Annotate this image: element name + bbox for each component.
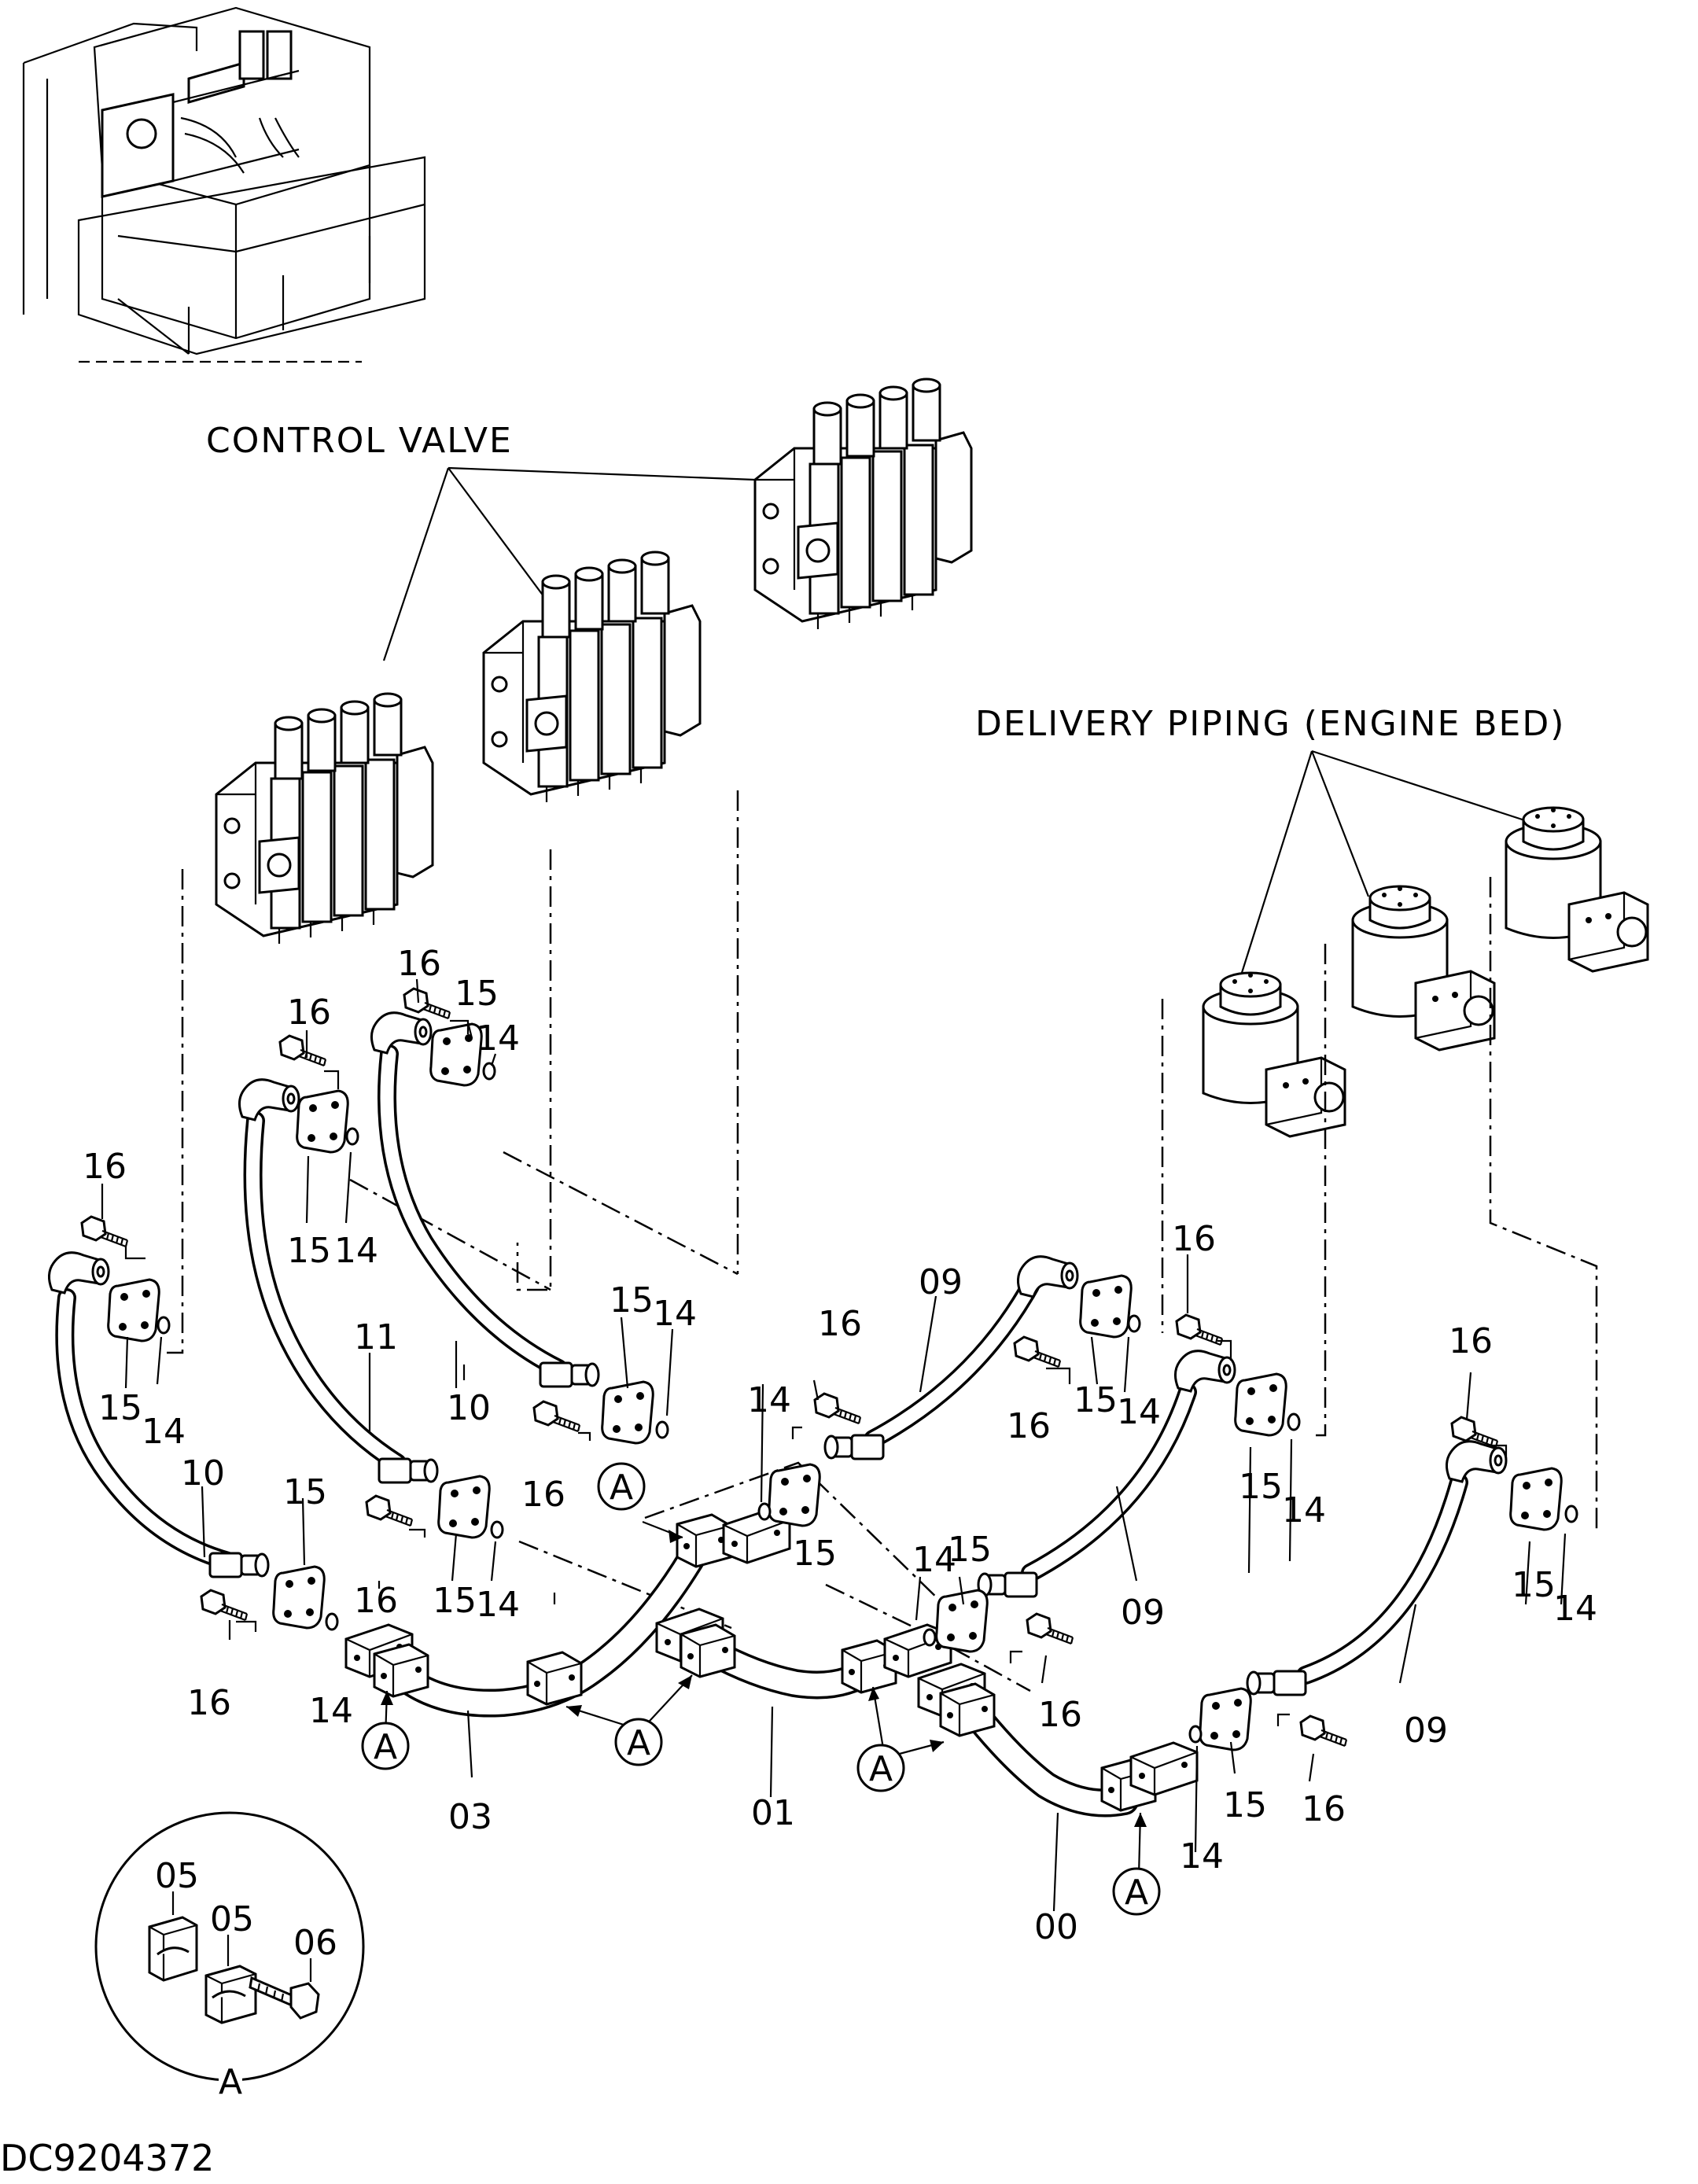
marker-a-4: A xyxy=(856,1744,905,1792)
part-label-14: 14 xyxy=(334,1231,378,1271)
part-label-09: 09 xyxy=(1404,1711,1448,1751)
pipe-00 xyxy=(917,1663,1199,1818)
detail-label-05: 05 xyxy=(210,1899,254,1939)
part-label-03: 03 xyxy=(448,1797,492,1837)
hose-09-middle xyxy=(923,1313,1301,1663)
detail-label-05: 05 xyxy=(155,1856,199,1896)
part-label-16: 16 xyxy=(818,1304,862,1344)
centerlines xyxy=(167,790,1598,1692)
part-label-16: 16 xyxy=(1449,1321,1493,1361)
detail-view-caption: A xyxy=(219,2062,242,2102)
part-label-16: 16 xyxy=(1302,1789,1346,1829)
control-valve-1 xyxy=(215,692,434,945)
part-label-16: 16 xyxy=(83,1147,127,1187)
drawing-code: DC9204372 xyxy=(0,2137,214,2179)
part-label-14: 14 xyxy=(1180,1836,1224,1876)
part-label-15: 15 xyxy=(1512,1565,1556,1605)
locator-sketch xyxy=(22,6,426,363)
part-label-14: 14 xyxy=(653,1294,697,1334)
part-label-14: 14 xyxy=(1282,1490,1326,1530)
part-label-16: 16 xyxy=(1038,1695,1082,1735)
part-label-15: 15 xyxy=(283,1472,327,1512)
part-label-15: 15 xyxy=(1239,1467,1283,1507)
delivery-block-2 xyxy=(1351,885,1496,1051)
part-label-15: 15 xyxy=(1223,1785,1267,1825)
part-label-14: 14 xyxy=(476,1018,520,1059)
detail-label-06: 06 xyxy=(293,1923,337,1963)
part-label-15: 15 xyxy=(98,1388,142,1428)
control-valve-label: CONTROL VALVE xyxy=(206,421,513,461)
detail-view-a: 05 05 06 A xyxy=(94,1811,365,2102)
part-label-16: 16 xyxy=(354,1581,398,1621)
hose-09-lower xyxy=(1188,1416,1578,1751)
marker-a-3-text: A xyxy=(374,1727,397,1767)
marker-a-5: A xyxy=(1112,1867,1161,1916)
marker-a-2: A xyxy=(614,1718,663,1766)
delivery-block-1 xyxy=(1202,971,1346,1138)
part-label-09: 09 xyxy=(919,1262,963,1302)
marker-a-4-text: A xyxy=(869,1749,893,1789)
part-label-16: 16 xyxy=(397,944,441,984)
part-label-15: 15 xyxy=(610,1280,654,1320)
part-label-14: 14 xyxy=(1117,1392,1161,1432)
delivery-block-3 xyxy=(1505,806,1649,973)
control-valve-3 xyxy=(753,378,973,631)
part-label-15: 15 xyxy=(1074,1380,1118,1420)
hose-assembly-10 xyxy=(370,987,669,1445)
part-label-09: 09 xyxy=(1121,1593,1165,1633)
part-label-15: 15 xyxy=(793,1534,837,1574)
pipe-03 xyxy=(344,1509,791,1718)
marker-a-1-text: A xyxy=(610,1468,633,1508)
control-valve-2 xyxy=(482,551,702,804)
part-label-16: 16 xyxy=(1172,1219,1216,1259)
part-label-14: 14 xyxy=(912,1540,956,1580)
leader-lines xyxy=(101,978,1567,1912)
part-label-16: 16 xyxy=(187,1683,231,1723)
marker-a-5-text: A xyxy=(1125,1873,1148,1913)
part-label-14: 14 xyxy=(1553,1589,1597,1629)
marker-a-3: A xyxy=(361,1722,410,1770)
part-label-16: 16 xyxy=(1007,1406,1051,1446)
control-valve-group: CONTROL VALVE xyxy=(206,378,973,945)
part-label-14: 14 xyxy=(747,1380,791,1420)
part-label-15: 15 xyxy=(287,1231,331,1271)
delivery-piping-group: DELIVERY PIPING (ENGINE BED) xyxy=(975,704,1649,1138)
part-label-11: 11 xyxy=(354,1317,398,1357)
pipe-01 xyxy=(655,1608,952,1700)
part-label-15: 15 xyxy=(948,1530,992,1570)
part-label-16: 16 xyxy=(521,1475,565,1515)
part-label-10: 10 xyxy=(181,1453,225,1493)
hose-assembly-left xyxy=(47,1215,339,1632)
hose-assembly-11 xyxy=(238,1034,504,1539)
part-label-14: 14 xyxy=(142,1412,186,1452)
part-label-15: 15 xyxy=(455,974,499,1014)
part-label-10: 10 xyxy=(447,1388,491,1428)
delivery-piping-label: DELIVERY PIPING (ENGINE BED) xyxy=(975,704,1565,744)
marker-a-2-text: A xyxy=(627,1723,650,1763)
part-labels: 16 15 14 10 16 15 14 16 15 14 11 10 15 1… xyxy=(83,944,1597,1947)
part-label-01: 01 xyxy=(751,1793,795,1833)
part-label-14: 14 xyxy=(476,1585,520,1625)
part-label-15: 15 xyxy=(433,1581,477,1621)
part-label-16: 16 xyxy=(287,993,331,1033)
hose-09-upper xyxy=(757,1255,1141,1527)
marker-a-1: A xyxy=(597,1462,646,1511)
part-label-00: 00 xyxy=(1034,1907,1078,1947)
part-label-14: 14 xyxy=(309,1691,353,1731)
